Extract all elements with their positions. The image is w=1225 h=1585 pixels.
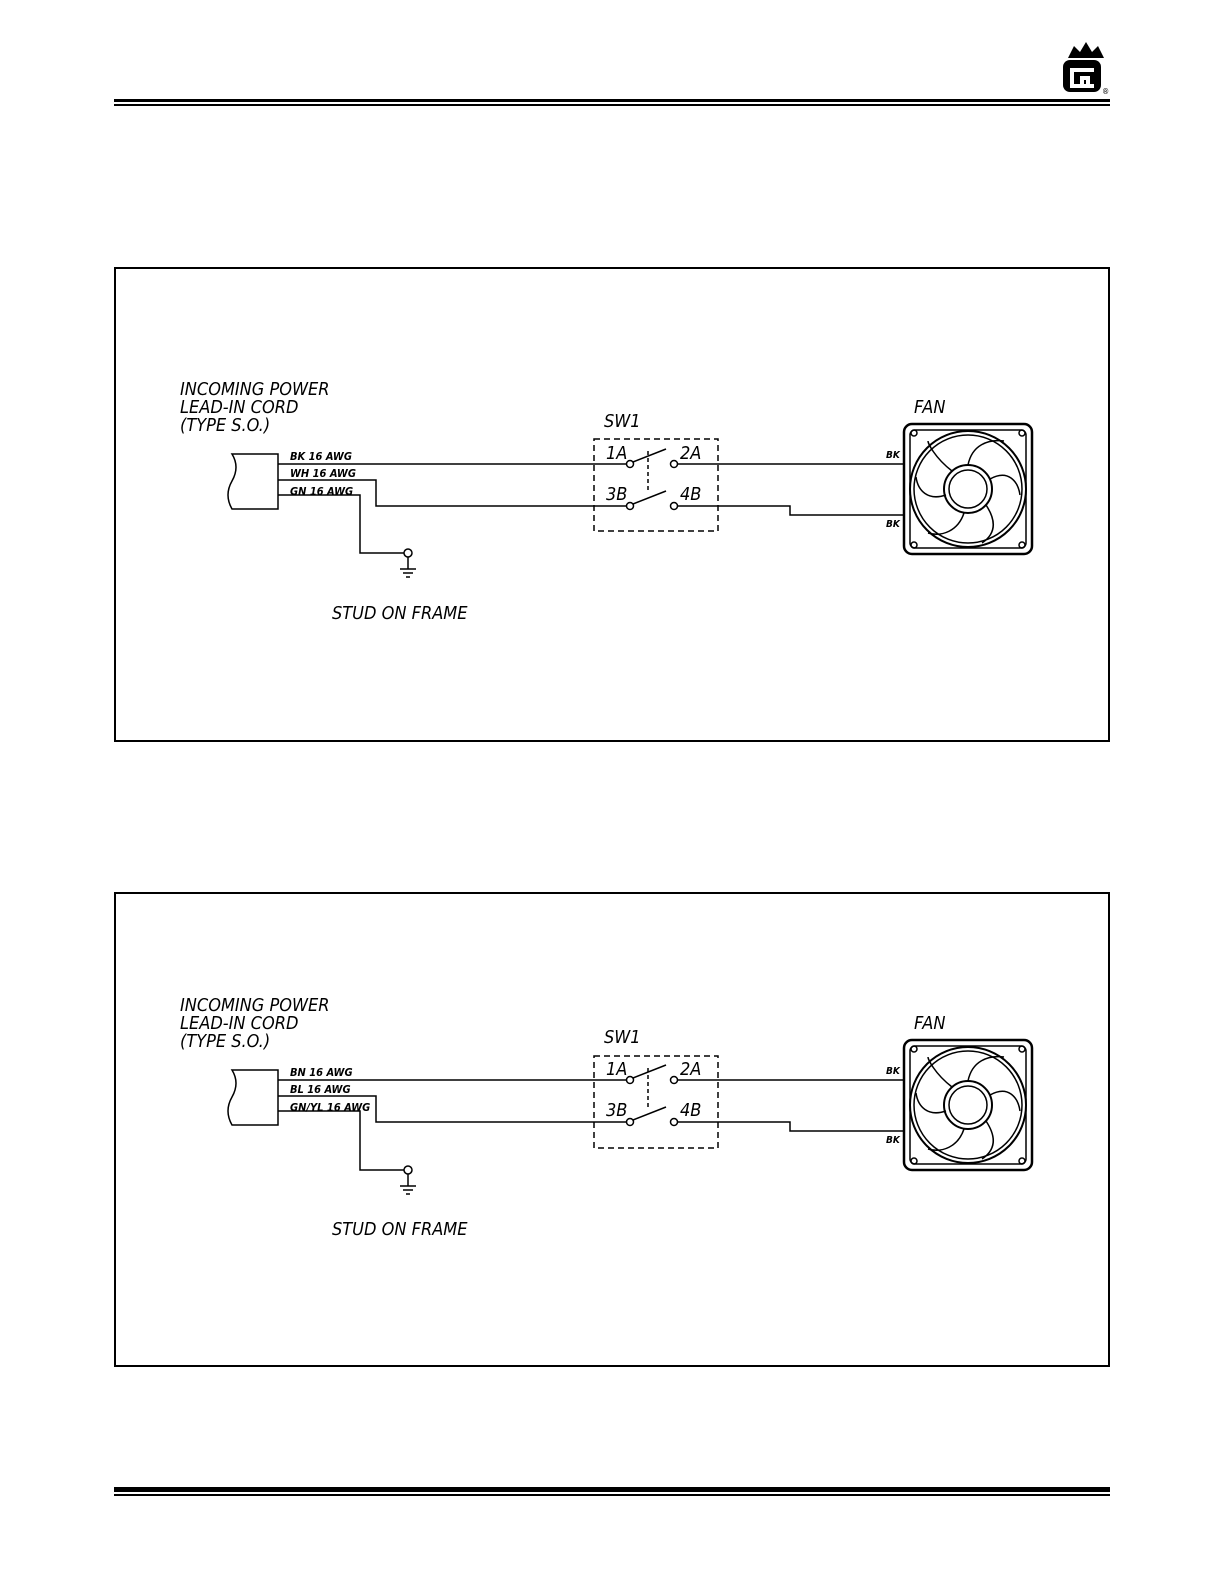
wiring-diagram-2: INCOMING POWER LEAD-IN CORD (TYPE S.O.) … bbox=[114, 892, 1110, 1367]
wire-2-label: BL 16 AWG bbox=[290, 1083, 351, 1096]
company-logo-icon: ® bbox=[1058, 38, 1114, 98]
terminal-2a: 2A bbox=[680, 1059, 701, 1080]
switch-label: SW1 bbox=[604, 1027, 641, 1048]
registered-mark: ® bbox=[1102, 87, 1109, 96]
cord-type-label: (TYPE S.O.) bbox=[180, 1031, 270, 1052]
wire-2-label: WH 16 AWG bbox=[290, 467, 356, 480]
terminal-3b: 3B bbox=[606, 484, 627, 505]
cord-type-label: (TYPE S.O.) bbox=[180, 415, 270, 436]
wire-3-label: GN 16 AWG bbox=[290, 485, 353, 498]
footer-rule-thin bbox=[114, 1494, 1110, 1496]
terminal-4b: 4B bbox=[680, 1100, 701, 1121]
ground-label: STUD ON FRAME bbox=[332, 603, 468, 624]
terminal-3b: 3B bbox=[606, 1100, 627, 1121]
terminal-1a: 1A bbox=[606, 1059, 627, 1080]
wiring-schematic-1: INCOMING POWER LEAD-IN CORD (TYPE S.O.) … bbox=[116, 269, 1112, 744]
switch-label: SW1 bbox=[604, 411, 641, 432]
wire-3-label: GN/YL 16 AWG bbox=[290, 1101, 370, 1114]
fan-label: FAN bbox=[914, 1013, 945, 1034]
wire-1-label: BK 16 AWG bbox=[290, 450, 352, 463]
wire-1-label: BN 16 AWG bbox=[290, 1066, 353, 1079]
terminal-1a: 1A bbox=[606, 443, 627, 464]
wiring-schematic-2: INCOMING POWER LEAD-IN CORD (TYPE S.O.) … bbox=[116, 894, 1112, 1369]
fan-label: FAN bbox=[914, 397, 945, 418]
terminal-4b: 4B bbox=[680, 484, 701, 505]
header-rule-thin bbox=[114, 104, 1110, 106]
footer-rule-thick bbox=[114, 1487, 1110, 1492]
ground-label: STUD ON FRAME bbox=[332, 1219, 468, 1240]
fan-lead-2-label: BK bbox=[886, 519, 901, 530]
terminal-2a: 2A bbox=[680, 443, 701, 464]
wiring-diagram-1: INCOMING POWER LEAD-IN CORD (TYPE S.O.) … bbox=[114, 267, 1110, 742]
header-rule-thick bbox=[114, 99, 1110, 102]
fan-lead-1-label: BK bbox=[886, 450, 901, 461]
fan-lead-1-label: BK bbox=[886, 1066, 901, 1077]
fan-lead-2-label: BK bbox=[886, 1135, 901, 1146]
